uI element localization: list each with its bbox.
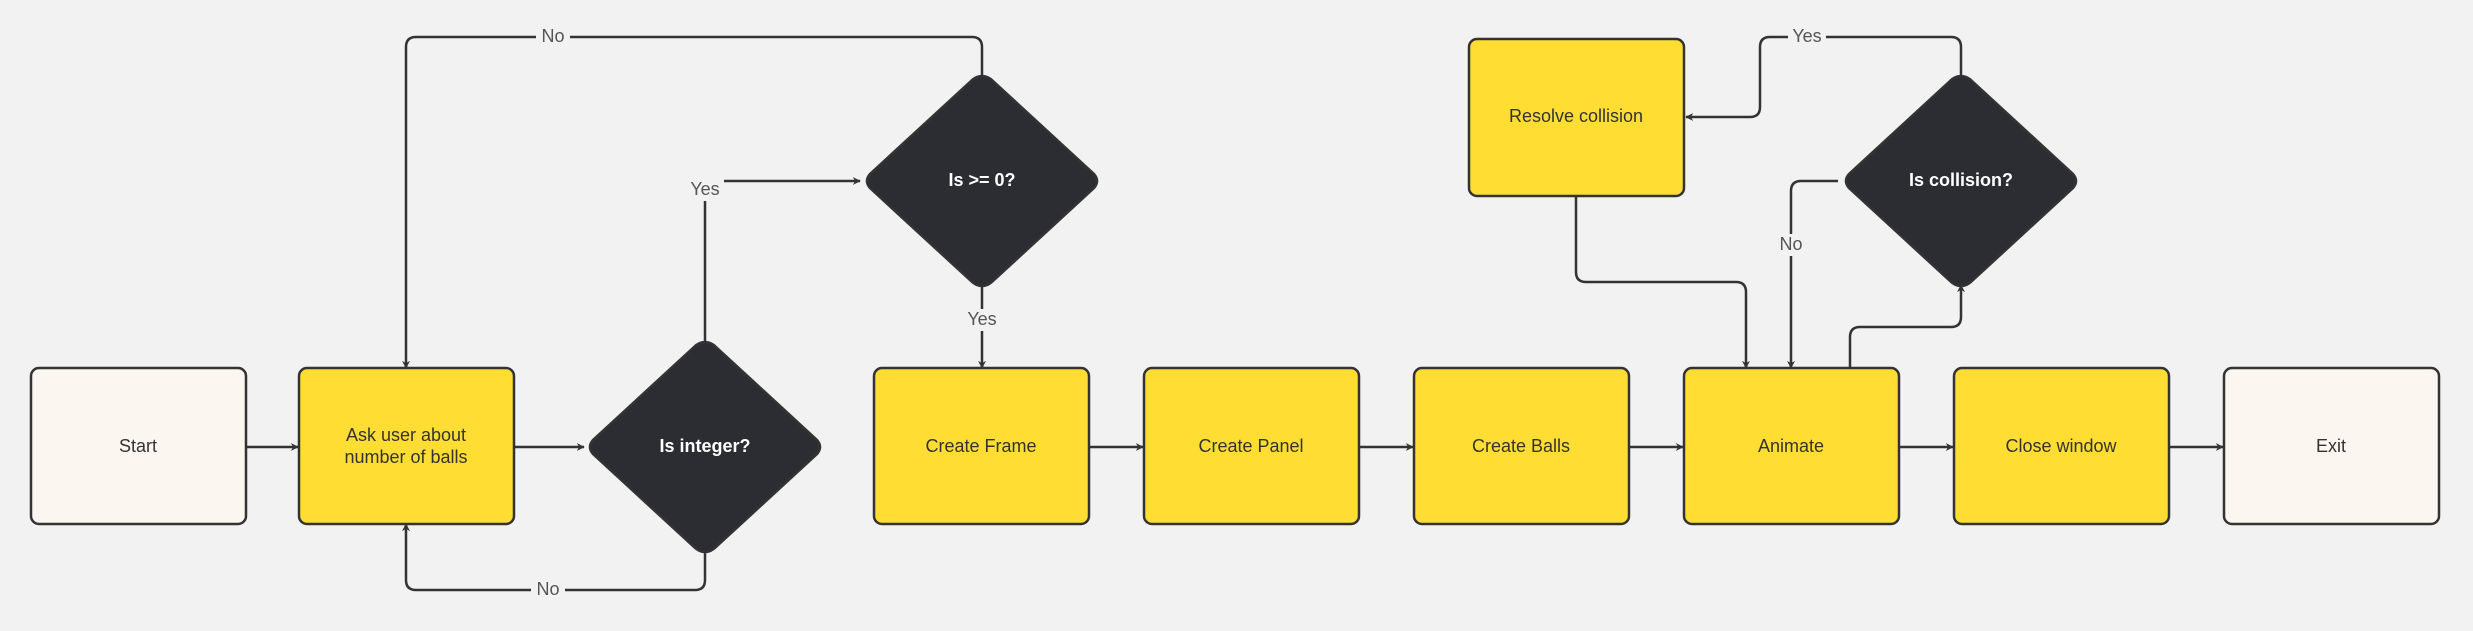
label-is-nonneg-no: No	[541, 26, 564, 46]
edge-resolve-to-animate	[1574, 196, 1750, 369]
node-is-integer[interactable]: Is integer?	[588, 340, 822, 554]
node-animate[interactable]: Animate	[1682, 366, 1901, 526]
node-is-collision[interactable]: Is collision?	[1844, 74, 2078, 288]
node-resolve-collision-label: Resolve collision	[1509, 106, 1643, 126]
node-exit-label: Exit	[2316, 436, 2346, 456]
node-ask-user-label-line2: number of balls	[344, 447, 467, 467]
node-animate-label: Animate	[1758, 436, 1824, 456]
node-exit[interactable]: Exit	[2222, 366, 2441, 526]
edge-is-collision-yes	[1685, 35, 1963, 121]
node-ask-user[interactable]: Ask user about number of balls	[297, 366, 516, 526]
edges	[246, 35, 2224, 592]
node-close-window-label: Close window	[2005, 436, 2117, 456]
node-create-balls[interactable]: Create Balls	[1412, 366, 1631, 526]
node-close-window[interactable]: Close window	[1952, 366, 2171, 526]
node-create-panel-label: Create Panel	[1198, 436, 1303, 456]
edge-is-integer-yes	[703, 177, 861, 341]
node-is-collision-label: Is collision?	[1909, 170, 2013, 190]
node-start[interactable]: Start	[29, 366, 248, 526]
edge-is-nonneg-no	[402, 35, 984, 369]
node-resolve-collision[interactable]: Resolve collision	[1467, 37, 1686, 198]
edge-animate-to-is-collision	[1848, 284, 1965, 368]
node-create-frame[interactable]: Create Frame	[872, 366, 1091, 526]
label-is-collision-yes: Yes	[1792, 26, 1821, 46]
nodes: Start Ask user about number of balls Is …	[29, 37, 2441, 554]
node-start-label: Start	[119, 436, 157, 456]
node-create-balls-label: Create Balls	[1472, 436, 1570, 456]
node-create-frame-label: Create Frame	[925, 436, 1036, 456]
node-ask-user-label-line1: Ask user about	[346, 425, 466, 445]
label-is-collision-no: No	[1779, 234, 1802, 254]
node-is-nonneg[interactable]: Is >= 0?	[865, 74, 1099, 288]
node-is-nonneg-label: Is >= 0?	[948, 170, 1015, 190]
edge-is-collision-no	[1787, 179, 1838, 369]
node-is-integer-label: Is integer?	[659, 436, 750, 456]
label-is-integer-no: No	[536, 579, 559, 599]
label-is-integer-yes: Yes	[690, 179, 719, 199]
label-is-nonneg-yes: Yes	[967, 309, 996, 329]
node-create-panel[interactable]: Create Panel	[1142, 366, 1361, 526]
edge-labels: No Yes No Yes Yes No	[531, 26, 1826, 601]
